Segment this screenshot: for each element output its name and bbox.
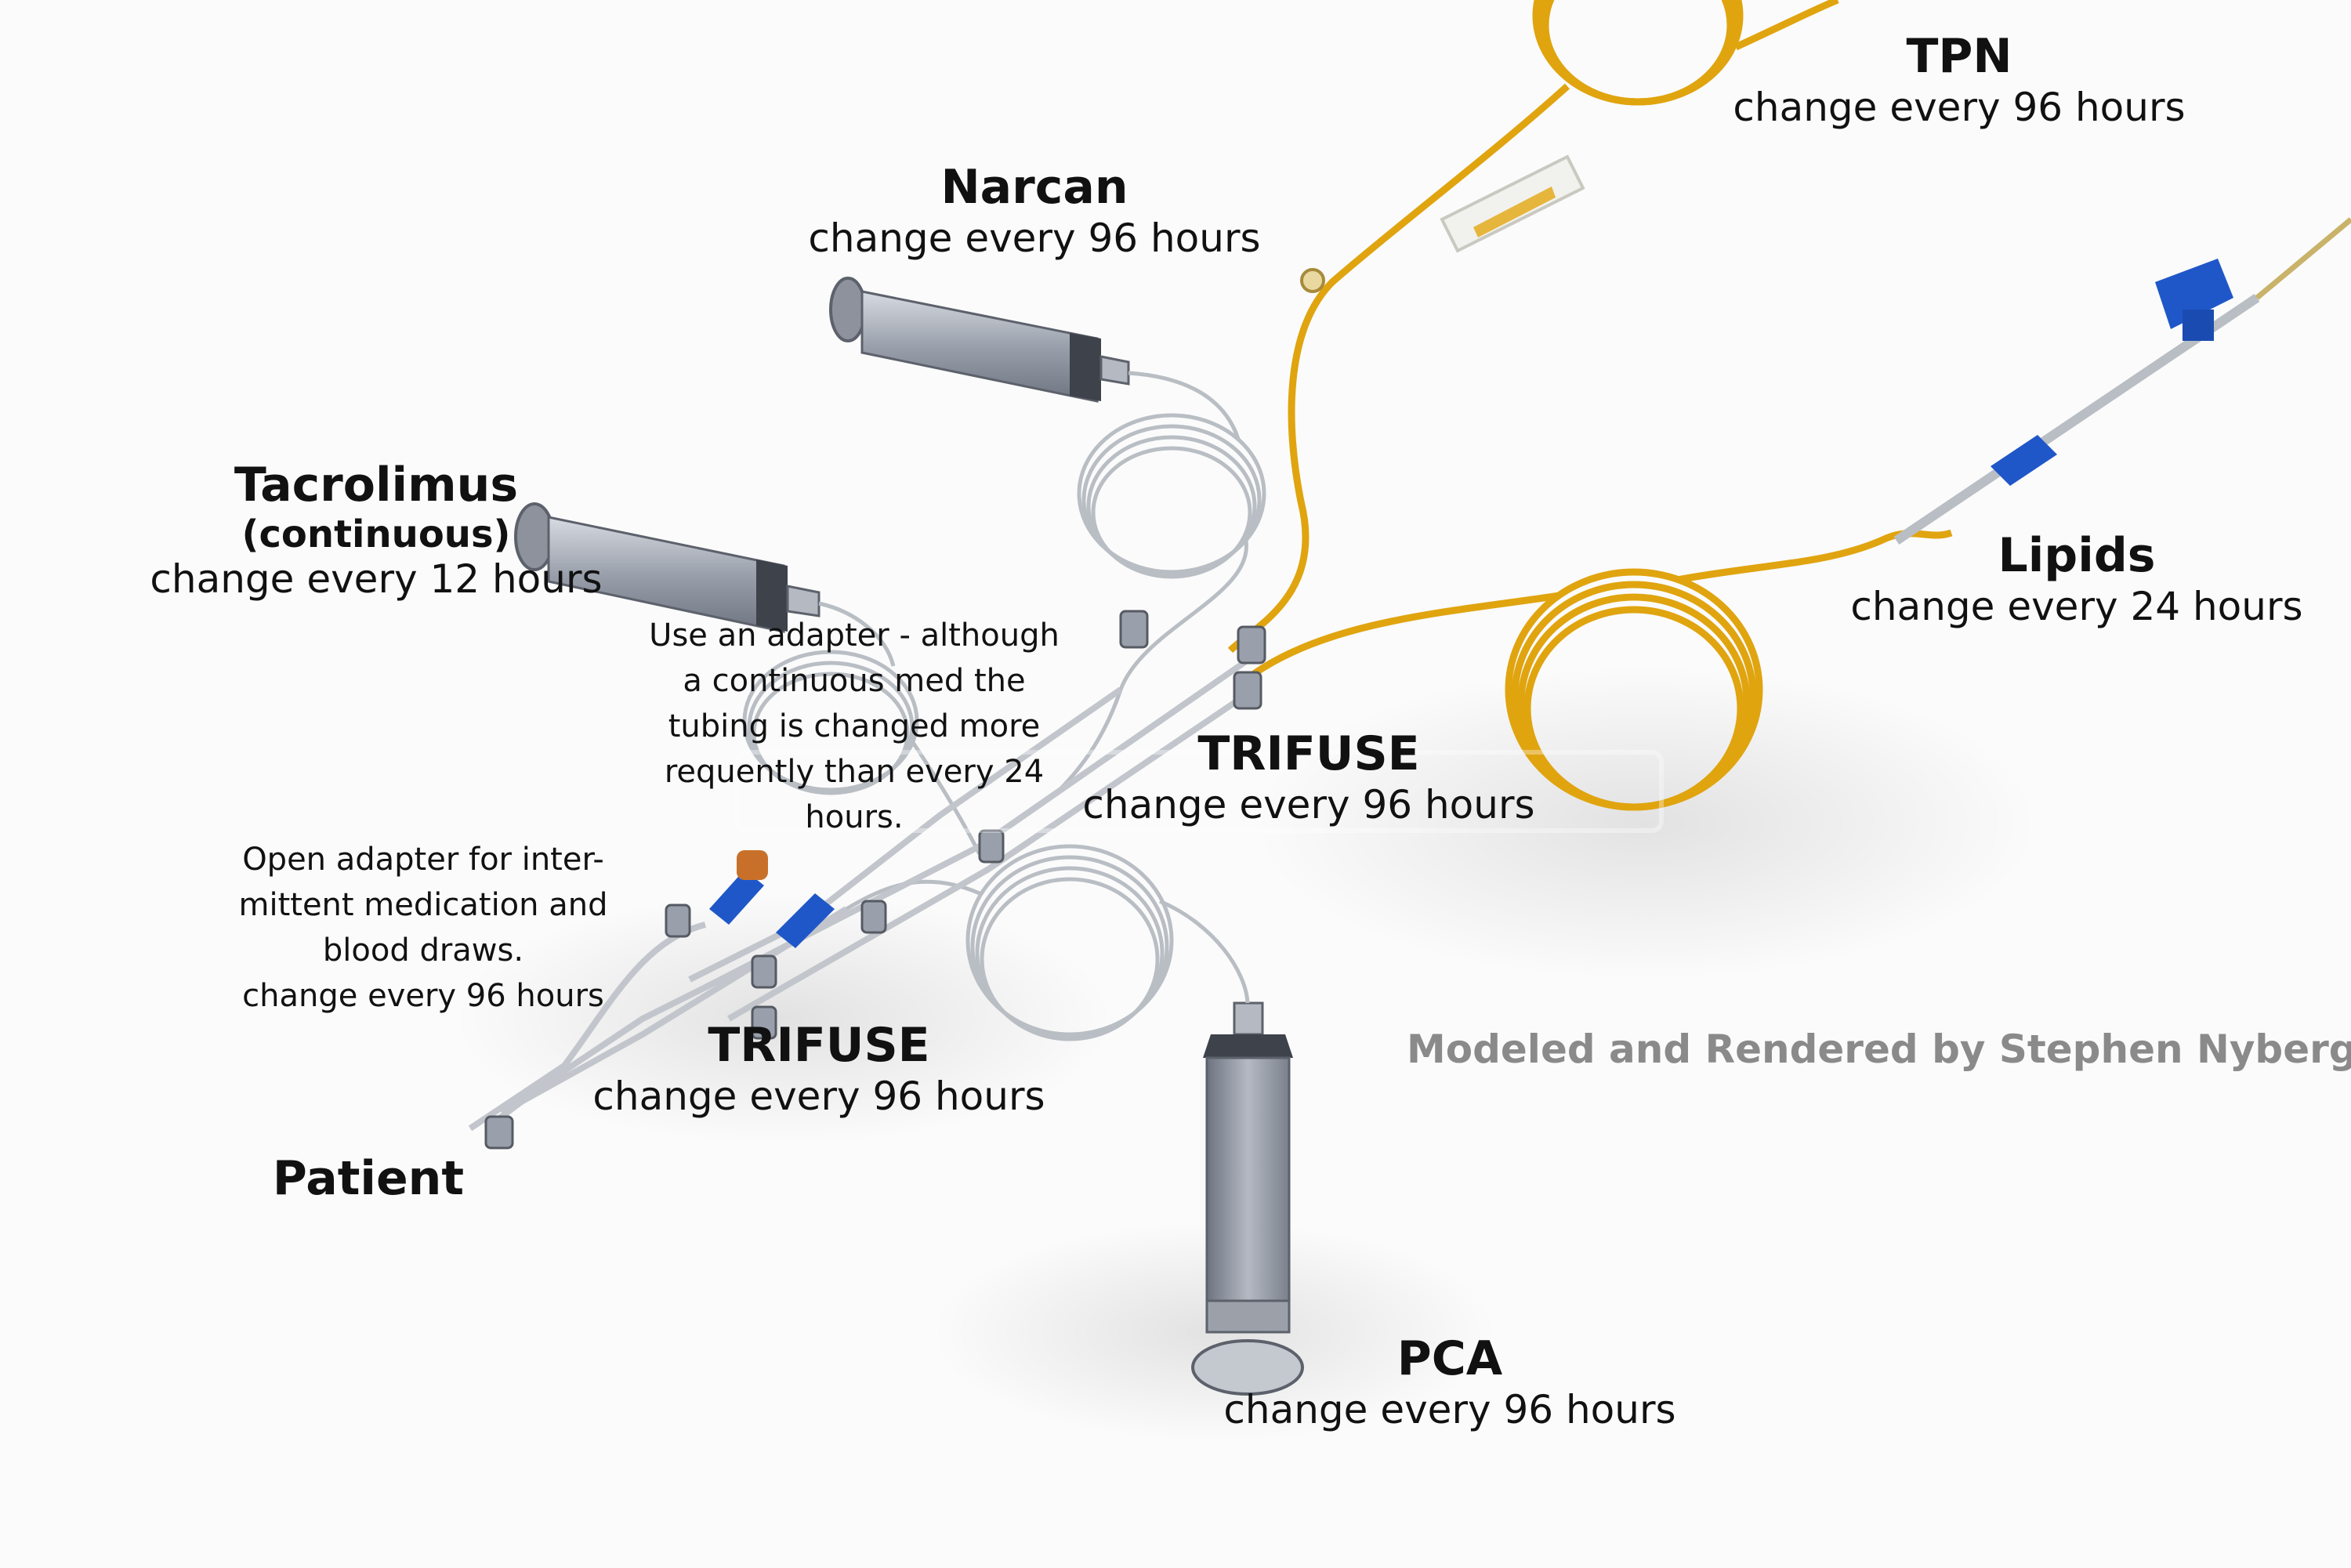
trifuse-lower-label: TRIFUSE change every 96 hours — [592, 1019, 1046, 1119]
trifuse-upper-caption: change every 96 hours — [1081, 782, 1536, 827]
tacrolimus-caption: change every 12 hours — [141, 556, 611, 602]
adapter-note-line: hours. — [643, 795, 1066, 840]
patient-title: Patient — [235, 1152, 502, 1207]
trifuse-upper-label: TRIFUSE change every 96 hours — [1081, 727, 1536, 827]
pca-label: PCA change every 96 hours — [1223, 1332, 1677, 1432]
adapter-note-line: requently than every 24 — [643, 749, 1066, 795]
pca-title: PCA — [1223, 1332, 1677, 1387]
tacrolimus-subtitle: (continuous) — [141, 513, 611, 557]
adapter-note: Use an adapter - although a continuous m… — [643, 613, 1066, 840]
narcan-syringe — [831, 278, 1128, 401]
open-adapter-note-line: blood draws. — [227, 928, 619, 973]
pca-caption: change every 96 hours — [1223, 1387, 1677, 1432]
narcan-title: Narcan — [807, 161, 1262, 215]
tacrolimus-label: Tacrolimus (continuous) change every 12 … — [141, 458, 611, 602]
open-adapter-note: Open adapter for inter- mittent medicati… — [227, 837, 619, 1019]
open-adapter-note-line: mittent medication and — [227, 882, 619, 928]
adapter-note-line: a continuous med the — [643, 658, 1066, 704]
lipids-title: Lipids — [1842, 529, 2312, 584]
patient-label: Patient — [235, 1152, 502, 1207]
open-adapter-note-line: change every 96 hours — [227, 973, 619, 1019]
tpn-label: TPN change every 96 hours — [1732, 30, 2186, 130]
tpn-title: TPN — [1732, 30, 2186, 85]
tacrolimus-title: Tacrolimus — [141, 458, 611, 513]
adapter-note-line: tubing is changed more — [643, 704, 1066, 749]
trifuse-lower-caption: change every 96 hours — [592, 1074, 1046, 1119]
trifuse-lower-title: TRIFUSE — [592, 1019, 1046, 1074]
lipids-label: Lipids change every 24 hours — [1842, 529, 2312, 629]
adapter-note-line: Use an adapter - although — [643, 613, 1066, 658]
lipids-spike-line — [1896, 219, 2351, 541]
narcan-label: Narcan change every 96 hours — [807, 161, 1262, 261]
credit-text: Modeled and Rendered by Stephen Nyberg — [1407, 1027, 2351, 1072]
tpn-caption: change every 96 hours — [1732, 85, 2186, 130]
lipids-caption: change every 24 hours — [1842, 584, 2312, 629]
open-adapter-note-line: Open adapter for inter- — [227, 837, 619, 882]
trifuse-upper-title: TRIFUSE — [1081, 727, 1536, 782]
narcan-caption: change every 96 hours — [807, 215, 1262, 261]
